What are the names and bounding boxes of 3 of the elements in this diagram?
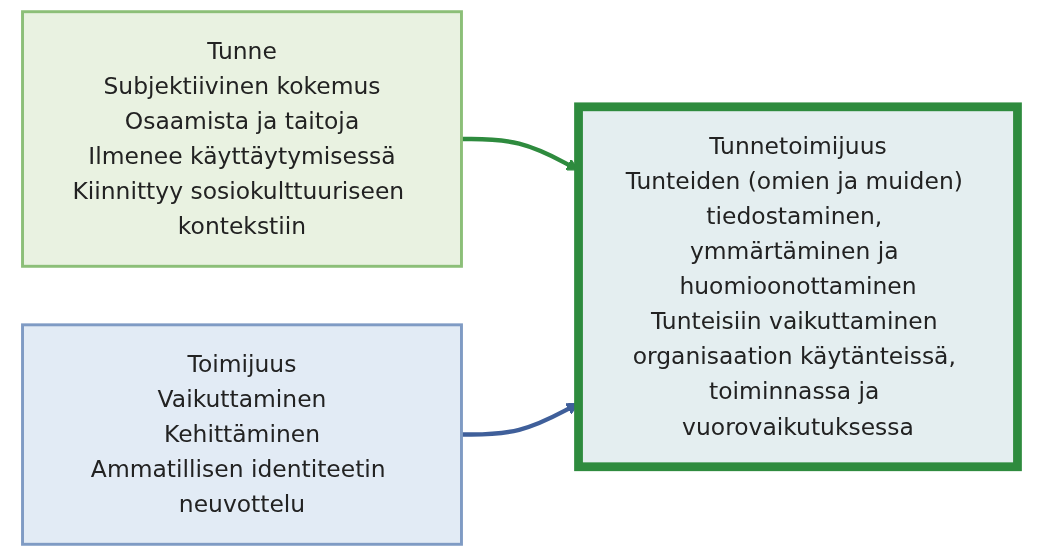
node-box: Tunnetoimijuus Tunteiden (omien ja muiden) tiedostaminen, ymmärtäminen ja huomioonottaminen Tunteisiin vaikuttaminen organisaation käytänteissä, toiminnassa ja vuorovaikutuksessa xyxy=(574,102,1022,472)
node-box: Toimijuus Vaikuttaminen Kehittäminen Ammatillisen identiteetin neuvottelu xyxy=(21,323,463,546)
node-box: Tunne Subjektiivinen kokemus Osaamista ja taitoja Ilmenee käyttäytymisessä Kiinnittyy sosiokulttuuriseen kontekstiin xyxy=(21,10,463,268)
